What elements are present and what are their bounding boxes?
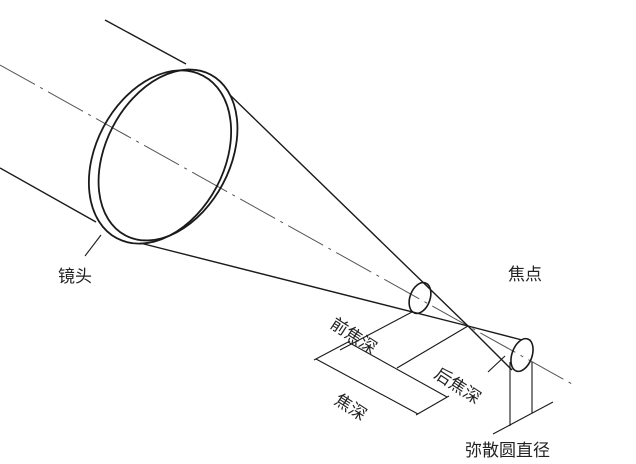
half-depth-dimension <box>347 341 448 398</box>
barrel-bottom-edge <box>0 167 97 223</box>
barrel-top-edge <box>104 19 187 65</box>
total-depth-dimension <box>315 358 419 415</box>
optical-axis <box>0 64 573 385</box>
ray-top-after <box>467 325 523 341</box>
depth-end-right <box>415 395 450 416</box>
ray-top <box>229 94 469 327</box>
rear-depth-leader <box>487 355 506 373</box>
coc-diameter-label: 弥散圆直径 <box>465 441 550 461</box>
lens-back-rim <box>87 69 233 245</box>
lens-front-face <box>97 68 239 242</box>
ray-bottom-after <box>467 325 513 371</box>
depth-end-left <box>313 340 351 361</box>
focus-extension-line <box>396 325 469 369</box>
front-blur-circle <box>408 281 432 315</box>
coc-dimension-line <box>492 401 554 435</box>
rear-blur-circle <box>510 337 534 373</box>
focal-point-label: 焦点 <box>508 265 542 285</box>
lens-label: 镜头 <box>58 267 92 287</box>
lens-leader <box>84 234 102 257</box>
